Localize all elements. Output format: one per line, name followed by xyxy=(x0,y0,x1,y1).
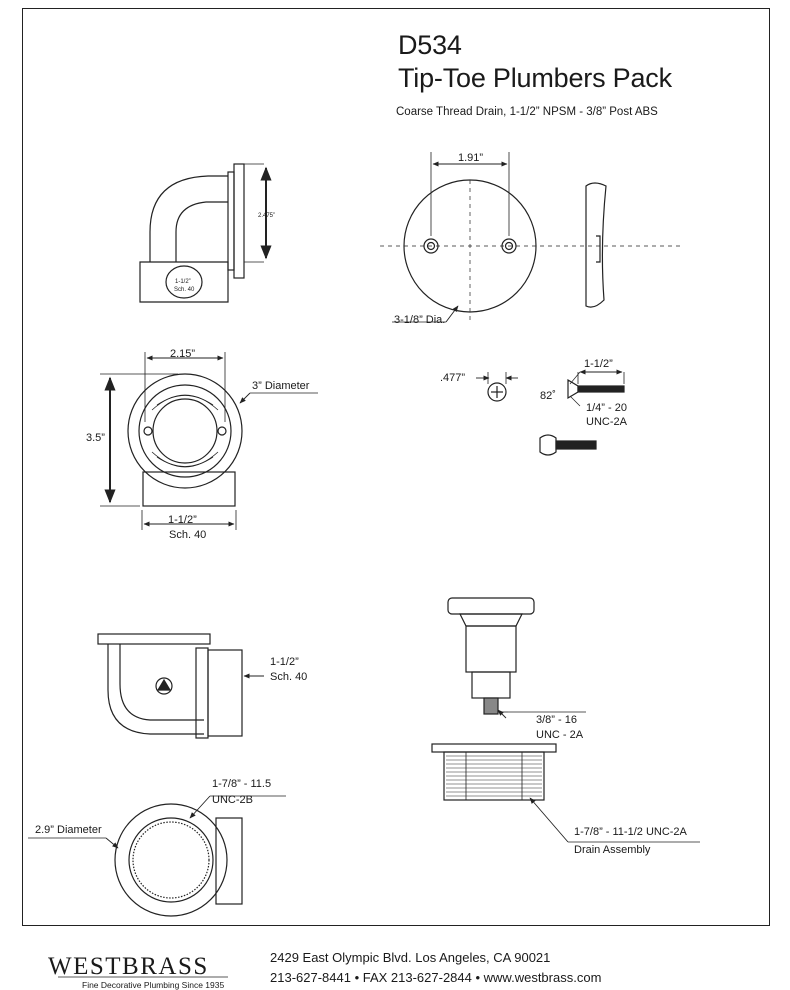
side-view xyxy=(97,633,264,739)
side-pipe-label: 1-1/2” xyxy=(270,656,299,668)
elbow-pipe-label: 1-1/2” xyxy=(175,279,191,285)
faceplate-view xyxy=(380,152,680,323)
drawing-frame xyxy=(22,8,770,926)
front-width-label: 2.15” xyxy=(170,348,196,360)
contact-info: 213-627-8441 • FAX 213-627-2844 • www.we… xyxy=(270,970,602,985)
bottom-thread-label: 1-7/8” - 11.5 xyxy=(212,778,272,790)
bottom-diameter-label: 2.9” Diameter xyxy=(35,824,102,836)
stopper-thread-class-label: UNC - 2A xyxy=(536,729,584,741)
hole-spacing-label: 1.91” xyxy=(458,152,484,164)
elbow-height-label: 2.475” xyxy=(258,213,276,219)
stopper-view xyxy=(447,597,586,719)
address: 2429 East Olympic Blvd. Los Angeles, CA … xyxy=(270,950,551,965)
drain-assembly-view xyxy=(431,743,700,843)
front-pipe-sch-label: Sch. 40 xyxy=(169,529,207,541)
screw-head-label: .477” xyxy=(440,372,466,384)
bottom-view xyxy=(28,795,286,917)
front-view xyxy=(100,352,318,530)
front-diameter-label: 3” Diameter xyxy=(252,380,310,392)
elbow-side-view xyxy=(139,163,272,303)
bottom-thread-class-label: UNC-2B xyxy=(212,794,253,806)
drain-thread-label: 1-7/8” - 11-1/2 UNC-2A xyxy=(574,826,687,838)
front-height-label: 3.5” xyxy=(86,432,105,444)
model-number: D534 xyxy=(398,30,462,60)
screw-angle-label: 82˚ xyxy=(540,390,556,402)
front-pipe-label: 1-1/2” xyxy=(168,514,197,526)
product-title: Tip-Toe Plumbers Pack xyxy=(398,63,672,93)
stopper-thread-label: 3/8” - 16 xyxy=(536,714,577,726)
faceplate-diameter-label: 3-1/8” Dia. xyxy=(394,314,446,326)
screw-thread-class-label: UNC-2A xyxy=(586,416,627,428)
elbow-pipe-sch-label: Sch. 40 xyxy=(174,287,195,293)
side-pipe-sch-label: Sch. 40 xyxy=(270,671,308,683)
product-description: Coarse Thread Drain, 1-1/2” NPSM - 3/8” … xyxy=(396,106,658,118)
drain-assembly-label: Drain Assembly xyxy=(574,844,651,856)
brand-tagline: Fine Decorative Plumbing Since 1935 xyxy=(82,980,225,990)
screw-views xyxy=(476,369,625,456)
screw-length-label: 1-1/2” xyxy=(584,358,613,370)
brand-logo: WESTBRASS xyxy=(48,953,209,980)
screw-thread-label: 1/4” - 20 xyxy=(586,402,627,414)
